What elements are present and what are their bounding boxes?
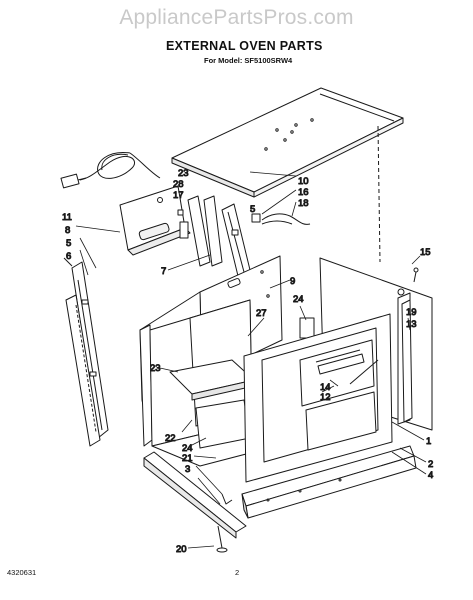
callout-26: 24 — [182, 443, 193, 454]
diagram-title: EXTERNAL OVEN PARTS — [166, 39, 323, 53]
model-number: For Model: SF5100SRW4 — [204, 56, 293, 65]
oven-cavity — [149, 299, 301, 467]
leader-lines — [75, 171, 427, 549]
callout-7: 7 — [161, 266, 166, 277]
door-handle-assembly — [317, 353, 379, 385]
watermark: AppliancePartsPros.com — [119, 6, 354, 29]
screw-15 — [413, 267, 419, 283]
callout-numbers: 23 28 17 10 16 18 5 11 8 5 6 7 9 24 27 2… — [62, 168, 434, 556]
callout-20: 24 — [293, 294, 304, 305]
right-trim-strip — [397, 288, 413, 423]
callout-3: 3 — [185, 464, 190, 475]
callout-14: 14 — [320, 382, 331, 393]
callout-8: 8 — [65, 225, 70, 236]
callout-19: 19 — [406, 307, 417, 318]
clip-22 — [221, 493, 233, 505]
callout-27: 27 — [256, 308, 267, 319]
callout-17: 17 — [173, 190, 184, 201]
callout-9: 9 — [290, 276, 295, 287]
callout-23: 22 — [165, 433, 176, 444]
callout-22: 21 — [182, 453, 193, 464]
wire-harness — [251, 213, 311, 225]
callout-6-left: 6 — [66, 251, 71, 262]
callout-13: 13 — [406, 319, 417, 330]
page-number: 2 — [235, 568, 240, 577]
screw-21 — [216, 525, 228, 553]
top-panel — [171, 87, 404, 198]
callout-28: 28 — [173, 179, 184, 190]
callout-18: 18 — [298, 198, 309, 209]
center-bracket-right — [221, 203, 251, 277]
callout-11: 11 — [62, 212, 72, 223]
callout-4: 4 — [428, 470, 433, 481]
document-part-number: 4320631 — [7, 568, 37, 577]
kick-plate — [241, 445, 417, 519]
power-cord — [60, 152, 161, 189]
bottom-rail — [143, 451, 247, 539]
callout-15: 15 — [420, 247, 431, 258]
left-side-rail — [63, 257, 109, 447]
callout-5-left: 5 — [66, 238, 71, 249]
callout-10: 10 — [298, 176, 309, 187]
callout-5-center: 5 — [250, 204, 255, 215]
center-bracket-left — [177, 195, 223, 267]
callout-24: 23 — [150, 363, 161, 374]
callout-1: 1 — [426, 436, 431, 447]
callout-2: 2 — [428, 459, 433, 470]
callout-12: 12 — [320, 392, 331, 403]
callout-16: 16 — [298, 187, 309, 198]
callout-21: 20 — [176, 544, 187, 555]
back-edge-guide — [377, 125, 381, 263]
callout-6-top: 23 — [178, 168, 189, 179]
